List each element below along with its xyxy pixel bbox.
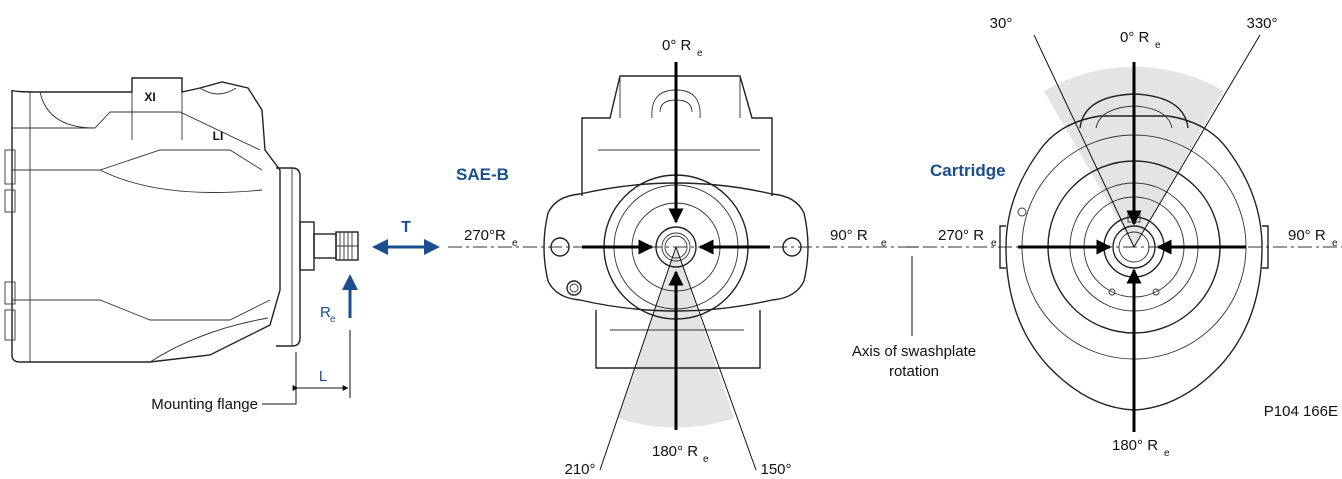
sae-b-label-180-sub: e xyxy=(703,454,709,465)
sae-b-label-210: 210° xyxy=(564,461,595,478)
sae-b-line-210 xyxy=(599,246,677,471)
cartridge-label-180: 180° R xyxy=(1112,437,1158,454)
cartridge-label-90-sub: e xyxy=(1332,238,1338,249)
radial-load-label-sub: e xyxy=(330,314,336,325)
sae-b-label-270-sub: e xyxy=(512,238,518,249)
casting-mark-l: LI xyxy=(213,129,224,143)
cartridge-line-330 xyxy=(1133,34,1261,248)
cartridge-label-30: 30° xyxy=(990,15,1013,32)
swashplate-axis-label-line2: rotation xyxy=(889,363,939,380)
sae-b-label-90-sub: e xyxy=(881,238,887,249)
side-view-pump xyxy=(4,77,359,363)
part-code: P104 166E xyxy=(1264,403,1338,420)
sae-b-line-150 xyxy=(675,246,757,471)
casting-mark-x: XI xyxy=(144,90,155,104)
cartridge-label-180-sub: e xyxy=(1164,448,1170,459)
sae-b-label-150: 150° xyxy=(760,461,791,478)
sae-b-label-0-sub: e xyxy=(697,48,703,59)
sae-b-force-arrows xyxy=(582,62,770,471)
radial-load-arrowhead xyxy=(342,274,358,290)
cartridge-label-270-sub: e xyxy=(991,238,997,249)
cartridge-label-330: 330° xyxy=(1246,15,1277,32)
l-dimension-label: L xyxy=(319,368,327,385)
sae-b-label-180: 180° R xyxy=(652,443,698,460)
radial-load-label: R xyxy=(320,304,331,321)
cartridge-label-270: 270° R xyxy=(938,227,984,244)
cartridge-label-0-sub: e xyxy=(1155,40,1161,51)
cartridge-line-30 xyxy=(1033,34,1135,248)
mounting-flange-leader xyxy=(262,388,297,405)
thrust-label: T xyxy=(401,219,411,236)
sae-b-label-0: 0° R xyxy=(662,37,692,54)
sae-b-label-270: 270°R xyxy=(464,227,506,244)
swashplate-axis-label-line1: Axis of swashplate xyxy=(852,343,976,360)
cartridge-label-90: 90° R xyxy=(1288,227,1326,244)
cartridge-force-arrows xyxy=(1018,34,1261,432)
thrust-arrowhead-right xyxy=(424,239,440,255)
l-dimension xyxy=(292,330,351,398)
cartridge-label-0: 0° R xyxy=(1120,29,1150,46)
cartridge-title: Cartridge xyxy=(930,161,1006,180)
sae-b-label-90: 90° R xyxy=(830,227,868,244)
thrust-arrowhead-left xyxy=(372,239,388,255)
mounting-flange-label: Mounting flange xyxy=(151,396,258,413)
sae-b-title: SAE-B xyxy=(456,165,509,184)
